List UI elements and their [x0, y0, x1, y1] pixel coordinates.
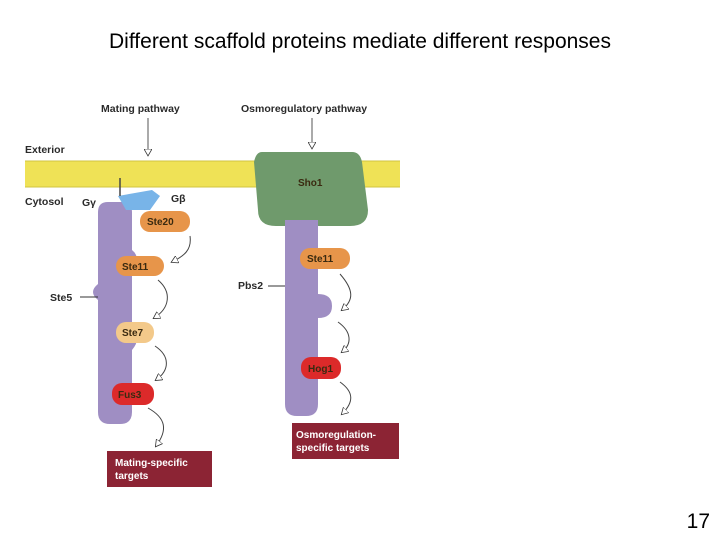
ste20-protein — [140, 211, 190, 232]
fus3-to-targets-arrow — [147, 407, 164, 446]
osmo-targets-line2: specific targets — [296, 443, 370, 454]
slide-title: Different scaffold proteins mediate diff… — [109, 30, 611, 53]
ste11-left-protein — [116, 256, 164, 276]
ste7-protein — [116, 322, 154, 343]
exterior-label: Exterior — [25, 144, 65, 156]
ste20-label: Ste20 — [147, 217, 174, 228]
pbs2-scaffold — [285, 220, 332, 416]
pbs2-label: Pbs2 — [238, 280, 263, 292]
fus3-protein — [112, 383, 154, 405]
pbs2-to-hog1-arrow — [337, 321, 350, 352]
ste11-to-pbs2-arrow — [339, 273, 352, 310]
sho1-protein — [254, 152, 368, 226]
mating-targets-box — [107, 451, 212, 487]
ste7-label: Ste7 — [122, 328, 144, 339]
ste11-right-protein — [300, 248, 350, 269]
fus3-label: Fus3 — [118, 390, 142, 401]
ste11-to-ste7-arrow — [154, 279, 168, 318]
ste5-label: Ste5 — [50, 292, 72, 304]
osmo-targets-line1: Osmoregulation- — [296, 430, 376, 441]
osmoregulatory-pathway-label: Osmoregulatory pathway — [241, 103, 367, 115]
ste11-right-label: Ste11 — [307, 254, 334, 265]
g-gamma-label: Gγ — [82, 197, 96, 209]
ste20-to-ste11-arrow — [172, 235, 191, 262]
mating-pathway-label: Mating pathway — [101, 103, 180, 115]
slide-number: 17 — [686, 510, 710, 533]
g-beta-label: Gβ — [171, 193, 186, 205]
cytosol-label: Cytosol — [25, 196, 64, 208]
ste11-left-label: Ste11 — [122, 262, 149, 273]
ste7-to-fus3-arrow — [155, 345, 167, 380]
osmo-targets-box — [292, 423, 399, 459]
hog1-to-targets-arrow — [339, 381, 352, 414]
mating-targets-line2: targets — [115, 471, 149, 482]
g-protein — [118, 190, 160, 210]
sho1-label: Sho1 — [298, 178, 323, 189]
hog1-protein — [301, 357, 341, 379]
mating-targets-line1: Mating-specific — [115, 458, 188, 469]
hog1-label: Hog1 — [308, 364, 333, 375]
